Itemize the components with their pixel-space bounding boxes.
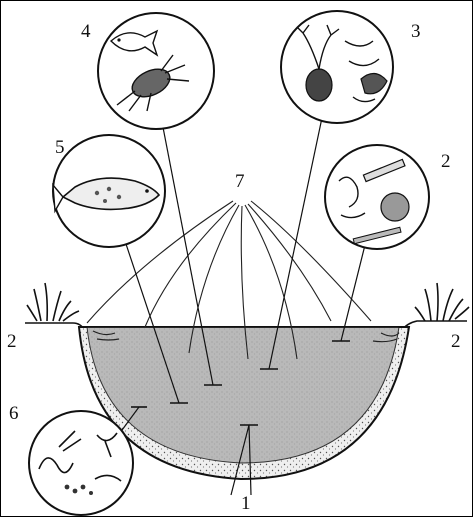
circle-3-zooplankton [281,11,393,123]
label-1: 1 [241,493,251,514]
label-2-phytoplankton: 2 [441,151,451,172]
label-5: 5 [55,137,65,158]
shore-plants-left [27,283,79,321]
label-2-left: 2 [7,331,17,352]
colony-sphere-icon [381,193,409,221]
label-4: 4 [81,21,91,42]
label-6: 6 [9,403,19,424]
circle-4-fish-and-beetle [98,13,214,129]
circle-6-bottom-organisms [29,411,133,515]
shore-plants-right [415,283,469,321]
label-2-right-bank: 2 [451,331,461,352]
daphnia-icon [306,69,332,101]
circle-5-predatory-fish [53,135,165,247]
label-3: 3 [411,21,421,42]
circle-2-phytoplankton [325,145,429,249]
label-7: 7 [235,171,245,192]
